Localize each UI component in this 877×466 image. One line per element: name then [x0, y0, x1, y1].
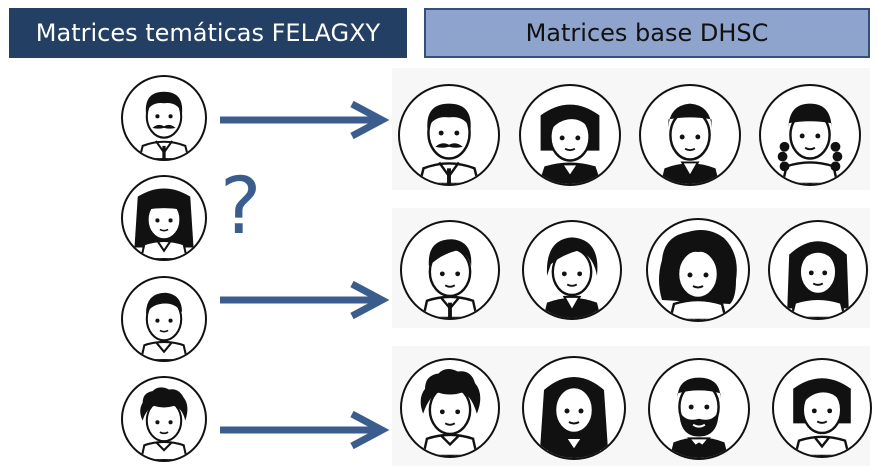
woman-curly-avatar-icon	[648, 220, 748, 320]
woman-bob-avatar-icon	[774, 360, 870, 456]
thematic-avatar-3	[121, 276, 207, 362]
base-avatar-r1-3	[639, 84, 741, 186]
boy-short-hair-avatar-icon	[123, 278, 205, 360]
base-avatar-r3-2	[522, 356, 626, 460]
man-side-part-avatar-icon	[402, 222, 498, 318]
thematic-avatar-1	[121, 75, 207, 161]
curly-hair-avatar-icon	[123, 378, 205, 460]
man-mustache-avatar-icon	[123, 77, 205, 159]
base-avatar-r3-1	[400, 358, 500, 458]
base-avatar-r2-1	[400, 220, 500, 320]
base-matrices-title: Matrices base DHSC	[525, 19, 769, 47]
man-mustache-avatar-icon	[400, 86, 498, 184]
woman-short-hair-avatar-icon	[524, 222, 620, 318]
base-avatar-r1-1	[398, 84, 500, 186]
thematic-avatar-2	[121, 175, 207, 261]
man-beard-avatar-icon	[650, 360, 748, 458]
base-matrices-header: Matrices base DHSC	[424, 8, 870, 58]
thematic-avatar-4	[121, 376, 207, 462]
woman-bangs-avatar-icon	[123, 177, 205, 259]
woman-bob-avatar-icon	[521, 86, 619, 184]
woman-long-hair-avatar-icon	[770, 222, 866, 318]
curly-hair-avatar-icon	[402, 360, 498, 456]
base-avatar-r3-4	[772, 358, 872, 458]
question-mark: ?	[220, 162, 262, 252]
mapping-arrow-2	[220, 280, 390, 320]
thematic-matrices-header: Matrices temáticas FELAGXY	[9, 8, 407, 58]
thematic-matrices-title: Matrices temáticas FELAGXY	[35, 19, 381, 47]
base-avatar-r2-3	[646, 218, 750, 322]
girl-braids-avatar-icon	[761, 86, 859, 184]
boy-tie-avatar-icon	[641, 86, 739, 184]
base-avatar-r3-3	[648, 358, 750, 460]
woman-long-straight-avatar-icon	[524, 358, 624, 458]
base-avatar-r1-2	[519, 84, 621, 186]
mapping-arrow-3	[220, 410, 390, 450]
mapping-arrow-1	[220, 100, 390, 140]
base-avatar-r1-4	[759, 84, 861, 186]
base-avatar-r2-4	[768, 220, 868, 320]
base-avatar-r2-2	[522, 220, 622, 320]
